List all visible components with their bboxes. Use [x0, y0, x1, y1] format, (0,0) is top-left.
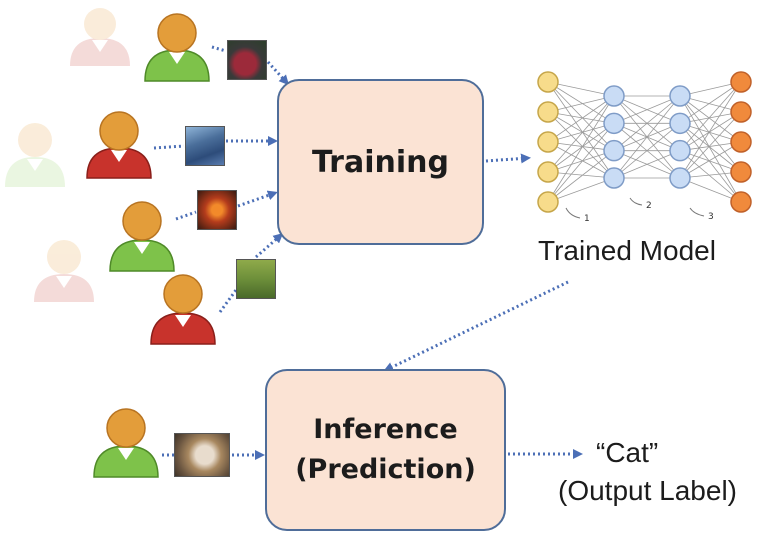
nn-connection: [547, 95, 615, 113]
nn-connection: [547, 81, 615, 97]
nn-node-layer-4-4: [730, 161, 752, 183]
trained-model-label: Trained Model: [538, 235, 716, 266]
nn-connection: [547, 111, 615, 124]
nn-node-layer-1-4: [537, 161, 559, 183]
training-image-3: [197, 190, 237, 230]
output-label: (Output Label): [558, 475, 737, 506]
nn-connection: [547, 141, 615, 179]
arrow-model-to-inference: [383, 280, 569, 372]
nn-connection: [679, 95, 742, 203]
nn-connection: [613, 150, 681, 179]
nn-connection: [679, 150, 742, 173]
nn-connection: [613, 95, 681, 124]
inference-cat-image: [174, 433, 230, 477]
nn-connection: [547, 81, 615, 124]
nn-connection: [679, 111, 742, 152]
nn-node-layer-1-3: [537, 131, 559, 153]
nn-connection: [679, 81, 742, 151]
neural-network: [537, 71, 752, 213]
nn-node-layer-1-1: [537, 71, 559, 93]
arrow-training-to-model: [485, 153, 531, 164]
nn-connection: [679, 141, 742, 179]
user-green-1: [144, 13, 210, 82]
nn-node-layer-2-3: [603, 139, 625, 162]
nn-connection: [679, 123, 742, 203]
user-green-inference: [93, 408, 159, 478]
training-box: Training: [277, 79, 484, 245]
training-label: Training: [312, 144, 449, 180]
user-red-2: [150, 274, 216, 345]
nn-connection: [679, 123, 742, 173]
nn-connection: [547, 95, 615, 143]
nn-node-layer-4-2: [730, 101, 752, 123]
layer-number-labels: 1 2 3: [565, 197, 714, 224]
nn-connection: [547, 122, 615, 143]
nn-connection: [547, 95, 615, 173]
nn-connection: [679, 150, 742, 203]
nn-node-layer-2-4: [603, 167, 625, 189]
image-to-training-arrows: [226, 60, 290, 259]
nn-connection: [547, 81, 615, 179]
nn-connection: [547, 123, 615, 173]
nn-connection: [679, 111, 742, 179]
layer-number-1: 1: [584, 214, 590, 224]
output-value: “Cat”: [596, 437, 659, 468]
nn-node-layer-4-5: [730, 191, 752, 213]
layer-number-3: 3: [708, 212, 714, 222]
nn-node-layer-2-1: [603, 85, 625, 107]
nn-connection: [547, 111, 615, 152]
nn-connection: [547, 81, 615, 151]
nn-connection: [613, 95, 681, 151]
layer-number-2: 2: [646, 201, 652, 211]
user-red-1: [86, 111, 152, 179]
nn-connection: [679, 95, 742, 143]
nn-connection: [679, 81, 742, 124]
training-image-4: [236, 259, 276, 299]
faded-user-3: [34, 240, 94, 302]
prediction-label: (Prediction): [295, 454, 476, 485]
nn-connection: [679, 81, 742, 179]
user-green-2: [109, 201, 175, 272]
nn-node-layer-1-2: [537, 101, 559, 123]
nn-connection: [547, 171, 615, 179]
nn-node-layer-3-3: [669, 139, 691, 162]
nn-node-layer-3-1: [669, 85, 691, 107]
nn-connection: [547, 111, 615, 179]
training-image-1: [227, 40, 267, 80]
nn-connection: [547, 141, 615, 152]
user-to-image-dashes: [153, 45, 238, 457]
nn-connection: [547, 150, 615, 203]
training-image-2: [185, 126, 225, 166]
nn-connection: [679, 177, 742, 203]
nn-connection: [613, 123, 681, 179]
nn-node-layer-3-4: [669, 167, 691, 189]
nn-connection: [547, 95, 615, 203]
faded-user-1: [70, 8, 130, 66]
nn-connection: [547, 123, 615, 203]
nn-node-layer-4-1: [730, 71, 752, 93]
nn-connection: [679, 95, 742, 173]
nn-node-layer-1-5: [537, 191, 559, 213]
nn-node-layer-3-2: [669, 112, 691, 135]
nn-node-layer-4-3: [730, 131, 752, 153]
nn-node-layer-2-2: [603, 112, 625, 135]
nn-connection: [547, 150, 615, 173]
faded-user-2: [5, 123, 65, 187]
inference-label: Inference: [313, 414, 458, 445]
nn-connection: [547, 177, 615, 203]
inference-box: Inference (Prediction): [265, 369, 506, 531]
nn-connection: [613, 95, 681, 179]
